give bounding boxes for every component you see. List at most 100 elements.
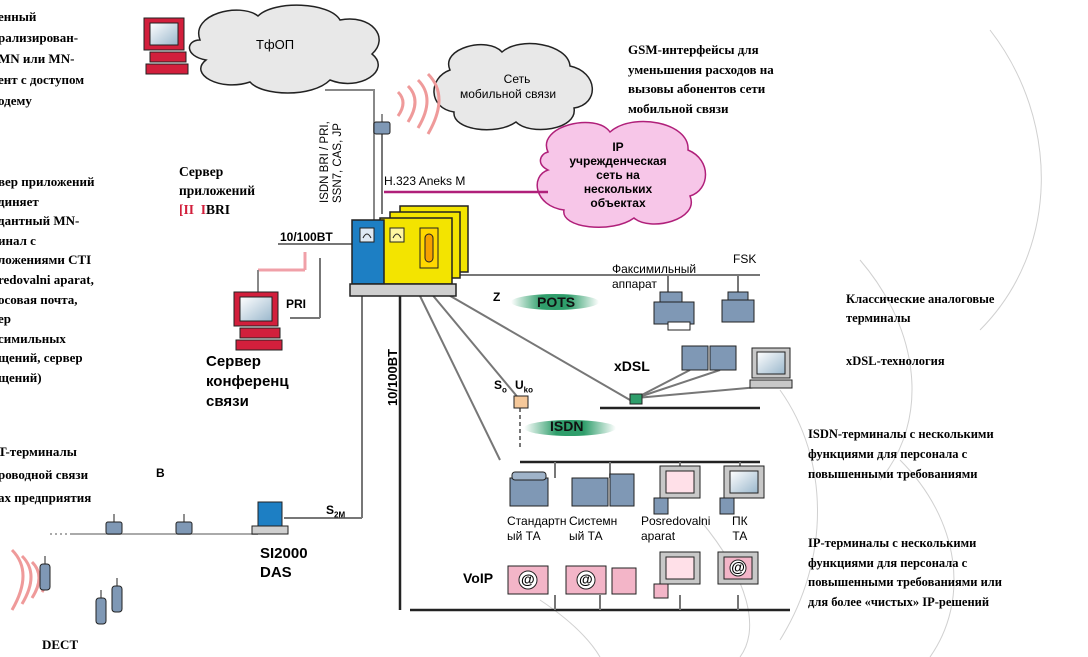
ip-network-label-line: объектах <box>590 196 646 210</box>
ip-network-label-line: IP <box>612 140 624 154</box>
gsm-note: GSM-интерфейсы для уменьшения расходов н… <box>628 40 774 118</box>
lan-vertical-label: 10/100BT <box>385 348 401 407</box>
ip-note-line: повышенными требованиями или <box>808 575 1003 589</box>
app-server-note-line: дантный MN- <box>0 213 80 229</box>
lan-upper-label: 10/100BT <box>280 230 333 244</box>
sys-ta-label-line: Системн <box>569 514 618 528</box>
app-server-note-line: ложениями CTI <box>0 252 92 268</box>
ip-network-label-line: сеть на <box>596 168 640 182</box>
pstn-cloud <box>188 4 380 94</box>
modem-icon <box>681 345 709 371</box>
app-server-note-line: вер приложений <box>0 174 95 189</box>
mn-note-line: ент с доступом <box>0 72 85 87</box>
app-server-note-line: ер <box>0 311 11 327</box>
h323-label: H.323 Aneks M <box>384 174 466 188</box>
app-server-note-line: щений) <box>0 369 42 385</box>
dect-note-line: роводной связи <box>0 467 89 482</box>
pri-label: PRI <box>286 297 307 311</box>
app-server-label-line: приложений <box>179 183 255 198</box>
isdn-note-line: повышенными требованиями <box>808 467 978 481</box>
s2m-label: S2M <box>326 503 345 519</box>
fsk-label: FSK <box>733 252 757 266</box>
modem-icon <box>721 291 755 323</box>
pc-icon <box>749 347 793 389</box>
fax-label-line: аппарат <box>612 277 657 291</box>
mn-note: енный рализирован- MN или MN- ент с дост… <box>0 6 84 111</box>
ip-note: IP-терминалы с несколькими функциями для… <box>808 534 1002 612</box>
dect-note-line: ах предприятия <box>0 490 92 505</box>
pstn-label: ТфОП <box>256 37 295 52</box>
si2000-label: SI2000 DAS <box>260 544 308 582</box>
antenna-icon <box>175 514 193 535</box>
mn-note-line: енный <box>0 9 37 24</box>
std-ta-label-line: ый ТА <box>507 529 541 543</box>
app-server-note: вер приложений диняет дантный MN- инал с… <box>0 172 94 388</box>
app-server-note-line: инал с <box>0 232 36 248</box>
pc-icon <box>653 551 701 599</box>
posredovalni-label-line: aparat <box>641 529 676 543</box>
pc-icon <box>233 291 283 351</box>
dect-handset-icon <box>39 556 51 591</box>
s0-label: So <box>494 378 507 395</box>
app-server-note-line: симильных <box>0 330 66 346</box>
std-ta-label-line: Стандартн <box>507 514 567 528</box>
ip-note-line: IP-терминалы с несколькими <box>808 536 977 550</box>
isdn-trunk-label: ISDN BRI / PRI, SSN7, CAS, JP <box>319 83 345 203</box>
ip-note-line: для более «чистых» IP-решений <box>808 594 990 609</box>
conf-server-label-line: конференц <box>206 373 289 390</box>
s2m-main: S <box>326 503 335 517</box>
antenna-icon <box>373 114 391 135</box>
antenna-icon <box>105 514 123 535</box>
uk0-adapter <box>513 395 529 409</box>
ip-network-label-line: учрежденческая <box>569 154 667 168</box>
fax-label-line: Факсимильный <box>612 262 697 276</box>
gsm-note-line: GSM-интерфейсы для <box>628 42 759 57</box>
sys-ta-label-line: ый ТА <box>569 529 603 543</box>
pc-icon <box>717 551 759 585</box>
connection-lines <box>70 89 790 612</box>
phone-icon <box>509 471 549 507</box>
phone-icon <box>571 473 635 507</box>
voip-label: VoIP <box>463 570 494 586</box>
conf-server-label: Сервер конференц связи <box>206 352 289 412</box>
phone-icon <box>507 565 549 595</box>
si2000-label-line: DAS <box>260 564 292 581</box>
pots-badge-label: POTS <box>537 294 576 310</box>
isdn-badge-label: ISDN <box>550 418 584 434</box>
analog-note-line: Классические аналоговые <box>846 292 995 306</box>
isdn-trunk-label-line: SSN7, CAS, JP <box>332 123 344 203</box>
conf-server-label-line: связи <box>206 393 249 410</box>
s2m-sub: 2M <box>334 510 346 520</box>
ip-network-cloud <box>536 120 707 229</box>
ip-network-label: IP учрежденческая сеть на нескольких объ… <box>562 140 674 210</box>
b-marker: B <box>156 466 165 480</box>
posredovalni-label: Posredovalni aparat <box>641 514 710 544</box>
xdsl-splitter <box>629 393 643 405</box>
at-icon: @ <box>521 571 535 587</box>
pc-ta-label-line: ПК <box>732 514 748 528</box>
mn-note-line: рализирован- <box>0 30 79 45</box>
mobile-network-label-line: мобильной связи <box>460 87 557 101</box>
ip-note-line: функциями для персонала с <box>808 555 968 570</box>
pc-icon <box>653 465 701 515</box>
dect-note: T-терминалы роводной связи ах предприяти… <box>0 440 91 509</box>
app-server-bri: BRI <box>206 202 231 217</box>
pc-icon <box>719 465 765 515</box>
mobile-network-cloud <box>433 42 593 131</box>
pots-badge <box>511 294 599 310</box>
isdn-note: ISDN-терминалы с несколькими функциями д… <box>808 424 994 484</box>
sys-ta-label: Системн ый ТА <box>569 514 617 544</box>
z-label: Z <box>493 290 501 304</box>
pc-ta-label: ПК ТА <box>732 514 748 544</box>
app-server-note-line: осовая почта, <box>0 291 78 307</box>
mn-note-line: MN или MN- <box>0 51 75 66</box>
gsm-note-line: вызовы абонентов сети <box>628 81 766 96</box>
conf-server-label-line: Сервер <box>206 353 261 370</box>
si2000-das-unit <box>251 501 289 535</box>
modem-icon <box>709 345 737 371</box>
fax-icon <box>653 291 695 331</box>
dect-note-line: T-терминалы <box>0 444 77 459</box>
watermark-decoration <box>539 29 1042 657</box>
at-icon: @ <box>731 559 745 575</box>
uk0-label: Uko <box>515 378 534 395</box>
